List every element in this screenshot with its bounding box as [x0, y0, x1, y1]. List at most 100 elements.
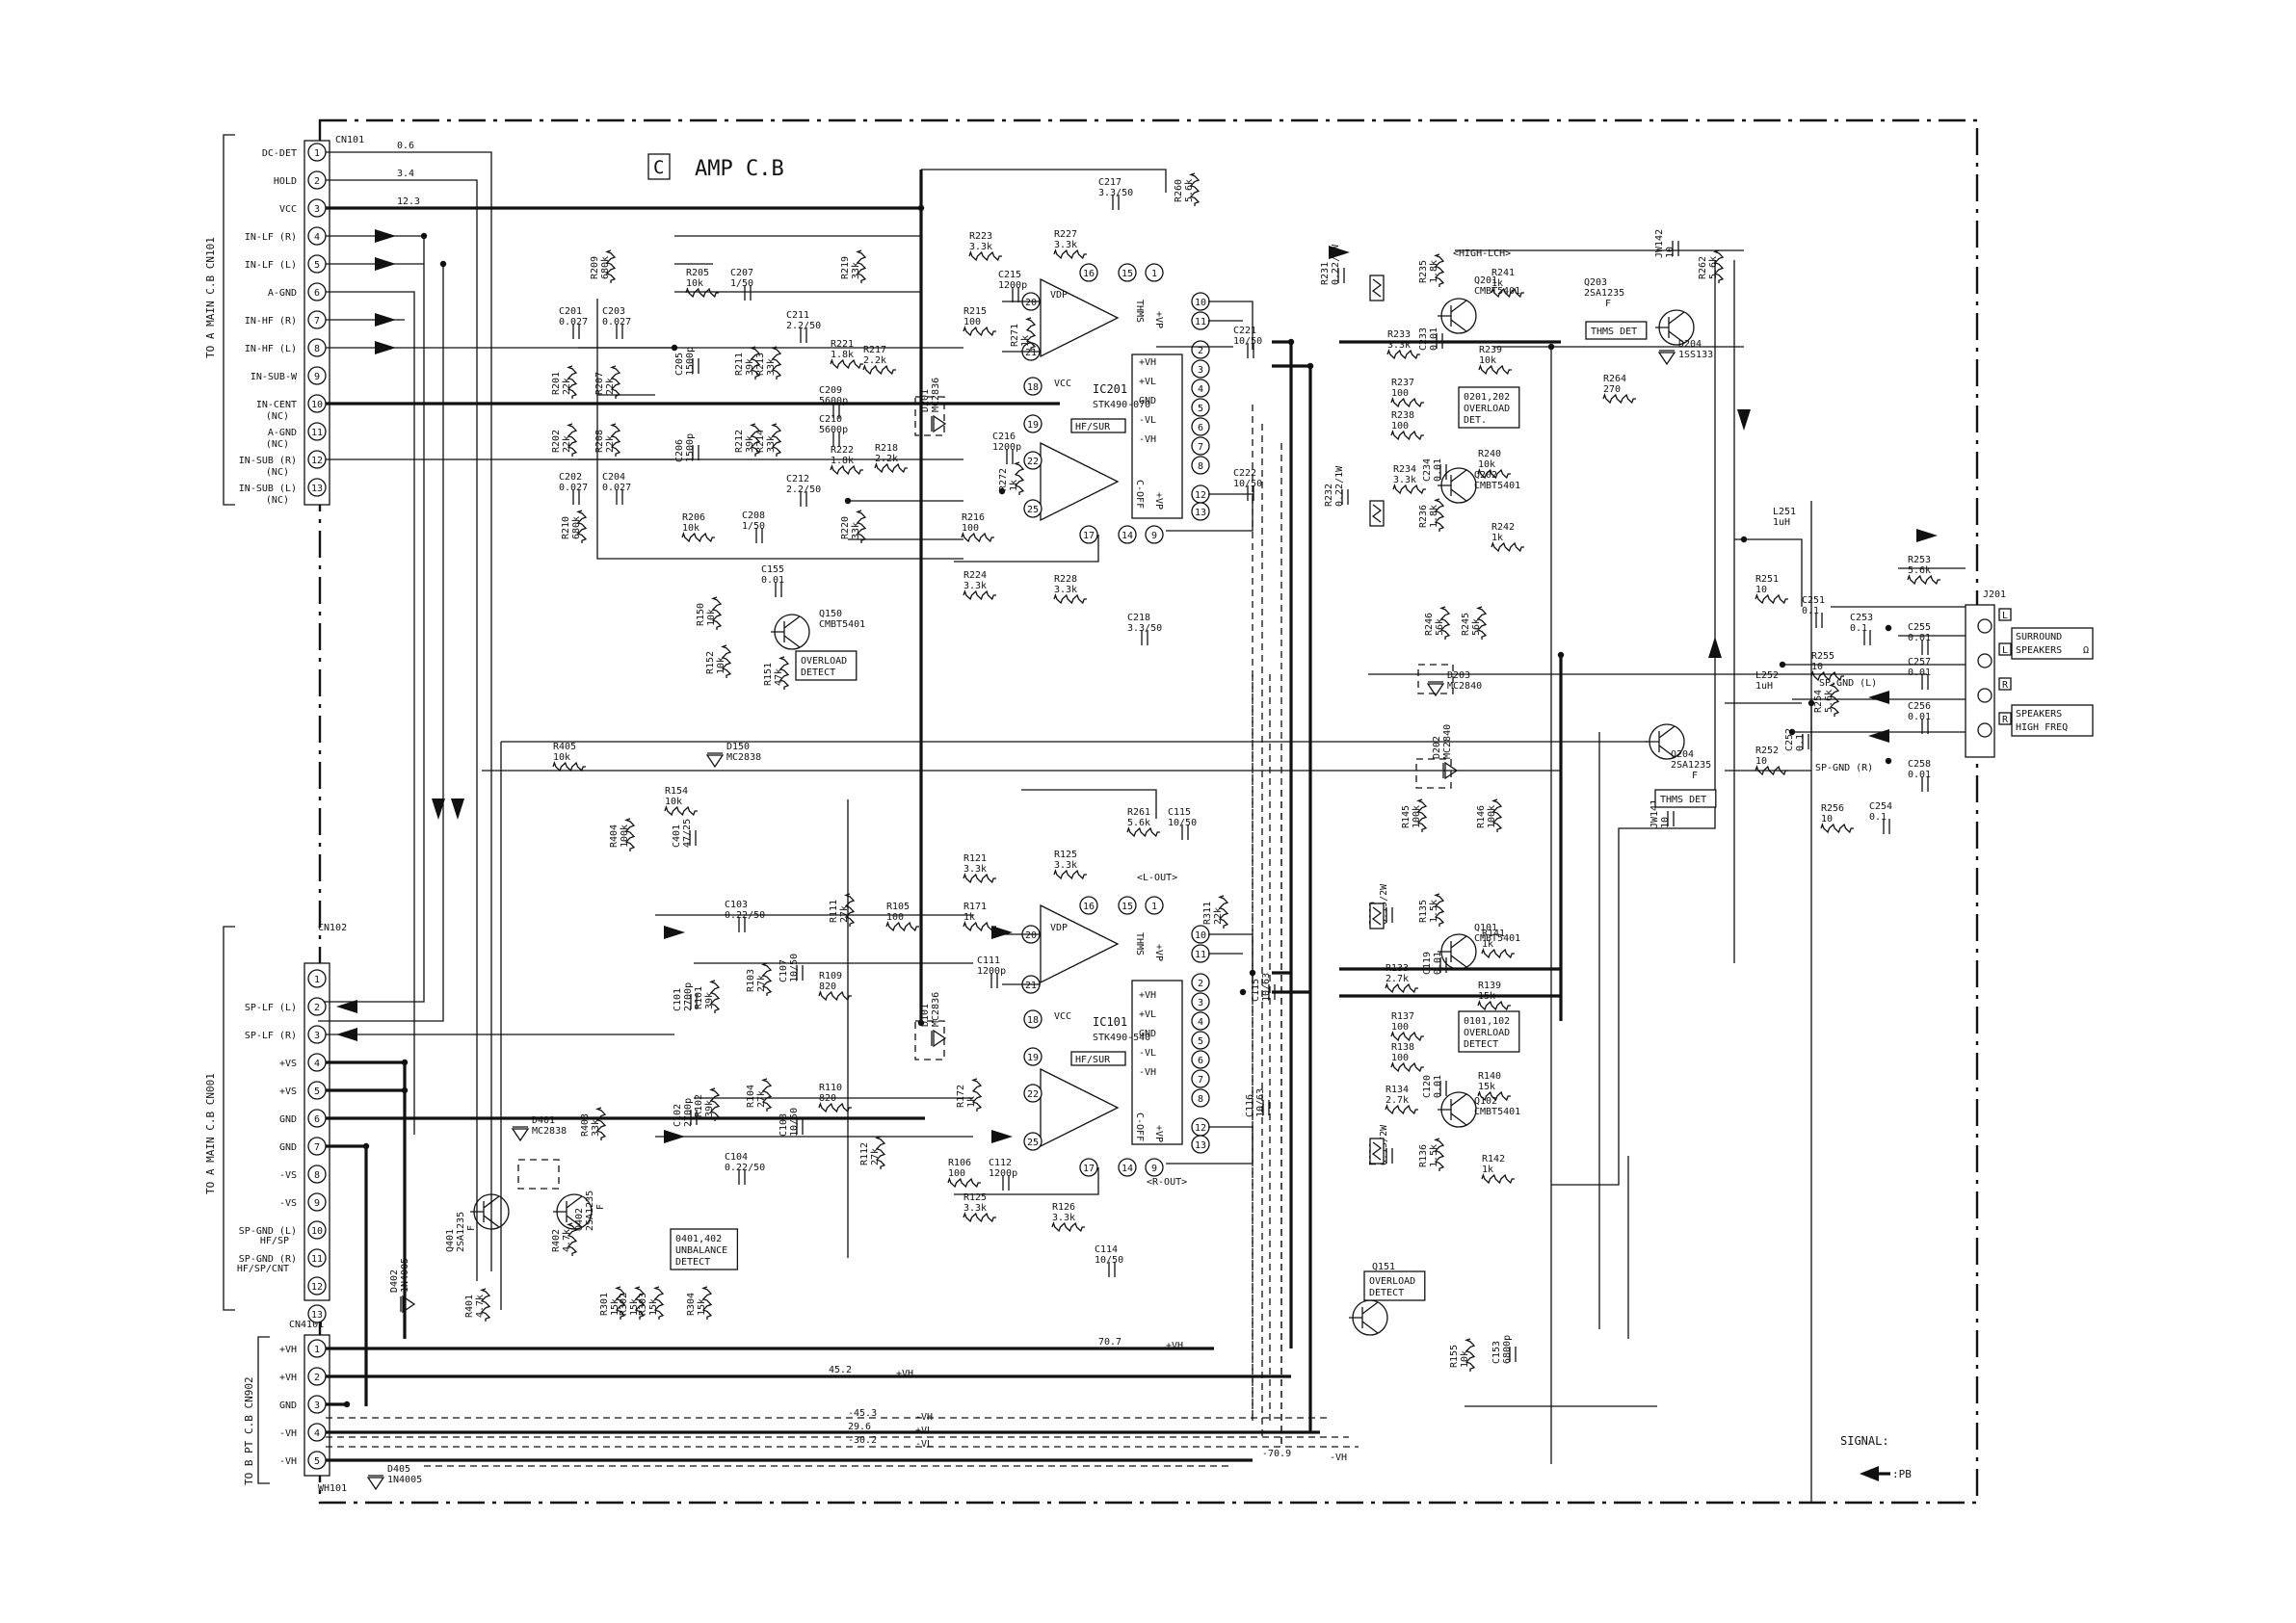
- svg-text:3.3k: 3.3k: [1054, 240, 1077, 250]
- resistor-symbol: [615, 1286, 626, 1320]
- transistor-symbol: [1438, 1091, 1477, 1128]
- svg-text:3.3k: 3.3k: [963, 864, 987, 875]
- svg-text:Q150: Q150: [819, 609, 842, 619]
- j201-jack: R: [1977, 712, 2012, 738]
- capacitor-symbol: [1341, 489, 1349, 505]
- svg-text:33k: 33k: [766, 435, 777, 453]
- ic-vp: +VP: [1153, 1125, 1164, 1142]
- capacitor-symbol: [990, 973, 998, 988]
- svg-text:R103: R103: [746, 969, 756, 992]
- resistor-symbol: [963, 1212, 996, 1223]
- signal-arrow: [375, 229, 396, 243]
- svg-text::PB: :PB: [1892, 1468, 1912, 1480]
- svg-text:10: 10: [1755, 585, 1767, 595]
- svg-text:Q151: Q151: [1372, 1262, 1395, 1272]
- cn101-label: A-GND: [268, 428, 297, 438]
- cn101-pin-12: 12: [307, 450, 327, 469]
- resistor-symbol: [862, 364, 896, 376]
- svg-text:R126: R126: [1052, 1202, 1075, 1213]
- svg-text:100: 100: [1391, 1053, 1409, 1063]
- resistor-symbol: [1051, 1221, 1085, 1233]
- cn4101-label: +VH: [279, 1345, 297, 1355]
- ic-coff: C-OFF: [1134, 480, 1145, 509]
- capacitor-symbol: [832, 432, 840, 447]
- cn101-voltage: 0.6: [397, 141, 414, 151]
- svg-text:3.3k: 3.3k: [1393, 475, 1416, 485]
- svg-text:820: 820: [819, 1093, 836, 1104]
- svg-text:47k: 47k: [774, 668, 784, 686]
- svg-text:10/50: 10/50: [1095, 1255, 1123, 1266]
- resistor-symbol: [595, 1107, 607, 1140]
- svg-text:0.01: 0.01: [1908, 712, 1931, 722]
- svg-text:4: 4: [1198, 1017, 1203, 1028]
- junction-dot: [420, 232, 428, 240]
- svg-text:R252: R252: [1755, 746, 1779, 756]
- svg-text:C210: C210: [819, 414, 842, 425]
- capacitor-symbol: [572, 489, 580, 505]
- ic-pin: 3: [1191, 992, 1210, 1011]
- svg-text:MC2838: MC2838: [532, 1126, 567, 1137]
- wire: [578, 347, 963, 460]
- cn101-nc-label: (NC): [266, 495, 289, 506]
- r-out-label: <R-OUT>: [1147, 1177, 1187, 1188]
- svg-text:R245: R245: [1461, 613, 1471, 636]
- resistor-symbol: [1390, 1031, 1424, 1042]
- svg-text:R111: R111: [829, 900, 839, 923]
- ic-name: IC201: [1093, 382, 1127, 396]
- svg-text:R220: R220: [840, 516, 851, 539]
- svg-text:10/50: 10/50: [789, 1108, 800, 1137]
- svg-text:R253: R253: [1908, 555, 1931, 565]
- ic-rail-label: +VL: [1139, 1009, 1156, 1020]
- svg-text:C205: C205: [674, 353, 685, 376]
- svg-text:OVERLOAD: OVERLOAD: [1464, 1028, 1510, 1038]
- capacitor-symbol: [796, 1119, 804, 1135]
- ic-pin: 18: [1023, 1009, 1042, 1029]
- svg-text:1: 1: [314, 1345, 320, 1355]
- svg-text:R218: R218: [875, 443, 898, 454]
- resistor-symbol: [947, 1177, 981, 1189]
- svg-text:10/50: 10/50: [789, 954, 800, 982]
- wire: [954, 933, 1099, 1195]
- svg-text:C155: C155: [761, 564, 784, 575]
- capacitor-symbol: [692, 445, 699, 460]
- svg-text:R212: R212: [734, 430, 745, 453]
- svg-text:JW141: JW141: [1649, 799, 1660, 828]
- ic-pin: 6: [1191, 1050, 1210, 1069]
- ic-tag: HF/SUR: [1070, 418, 1126, 433]
- ic-pin: 22: [1023, 1084, 1042, 1103]
- svg-text:R155: R155: [1449, 1345, 1460, 1368]
- svg-text:R236: R236: [1418, 505, 1429, 528]
- resistor-symbol: [1907, 574, 1940, 586]
- capacitor-symbol: [689, 830, 697, 846]
- svg-text:6: 6: [1198, 423, 1203, 433]
- svg-text:R210: R210: [561, 516, 571, 539]
- svg-text:HF/SUR: HF/SUR: [1075, 422, 1111, 432]
- wire: [1734, 538, 1803, 607]
- junction-dot: [844, 497, 852, 505]
- ic-therm: THMS: [1134, 300, 1145, 323]
- j201-jack: L: [1977, 642, 2012, 668]
- capacitor-symbol: [744, 285, 752, 301]
- svg-text:1k: 1k: [1482, 939, 1493, 950]
- svg-text:R227: R227: [1054, 229, 1077, 240]
